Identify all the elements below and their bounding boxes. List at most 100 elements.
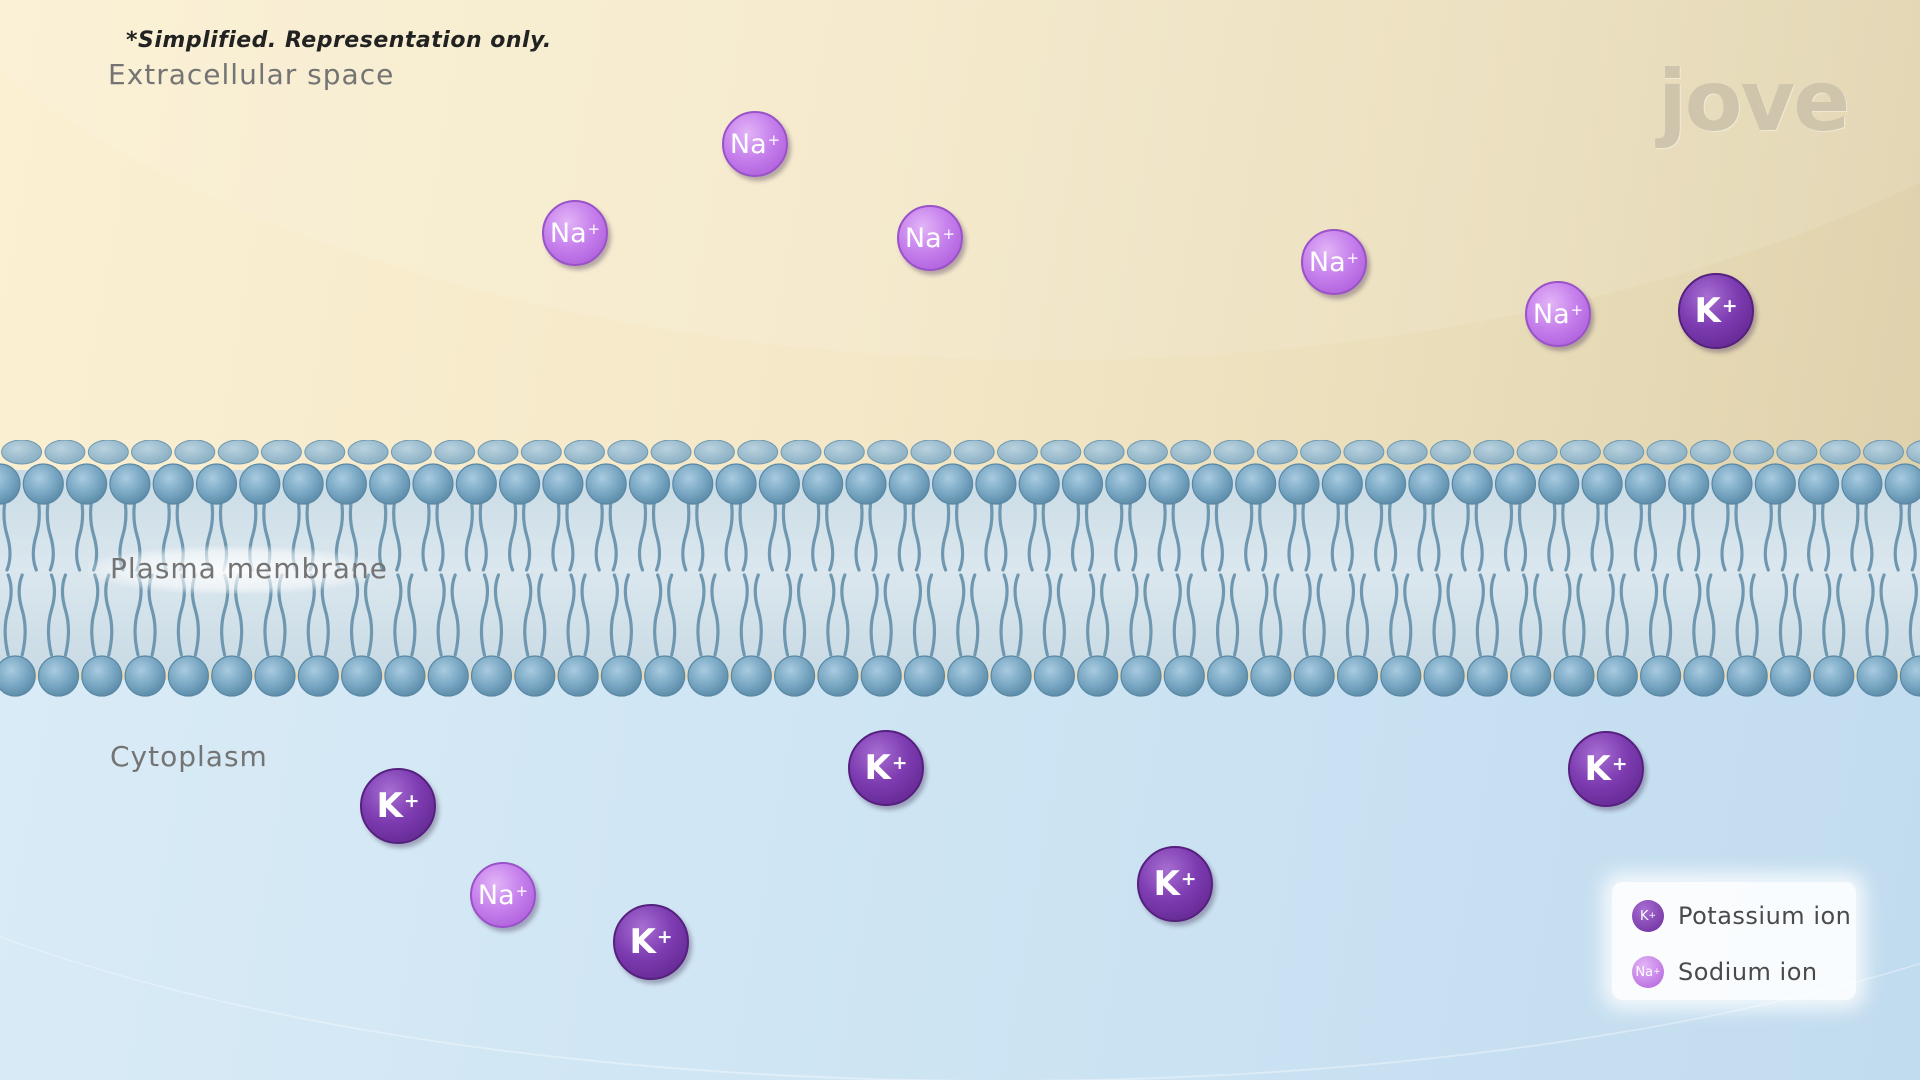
lipid-head-bottom (1726, 655, 1768, 697)
lipid-tail-upper (464, 488, 474, 572)
lipid-tail-lower (580, 573, 590, 657)
lipid-head-back (1300, 440, 1342, 465)
ion-symbol: Na (1532, 298, 1570, 330)
lipid-tail-lower (1605, 573, 1615, 657)
lipid-head-bottom (947, 655, 989, 697)
lipid-head-back (1343, 440, 1385, 465)
sodium-ion: Na+ (542, 200, 608, 266)
lipid-head-back (910, 440, 952, 465)
lipid-tail-lower (46, 573, 57, 657)
sodium-ion: Na+ (470, 862, 536, 928)
lipid-tail-upper (1214, 488, 1224, 572)
lipid-head-bottom (124, 655, 166, 697)
lipid-head-bottom (1206, 655, 1249, 697)
lipid-tail-lower (1489, 573, 1499, 657)
lipid-tail-lower (1056, 573, 1066, 657)
lipid-tail-lower (17, 573, 27, 657)
lipid-head-back (1646, 440, 1688, 465)
lipid-head-bottom (600, 655, 643, 697)
lipid-head-back (780, 440, 822, 465)
lipid-tail-upper (1244, 488, 1254, 572)
potassium-ion: K+ (360, 768, 436, 844)
lipid-tail-lower (609, 573, 619, 657)
lipid-tail-upper (1864, 488, 1874, 572)
lipid-head-bottom (1769, 655, 1812, 697)
jove-logo: jove (1658, 52, 1850, 150)
lipid-tail-upper (1561, 488, 1571, 572)
lipid-head-top (1581, 463, 1623, 505)
lipid-tail-upper (984, 488, 994, 572)
sodium-ion: Na+ (897, 205, 963, 271)
lipid-head-bottom (990, 655, 1032, 697)
lipid-tail-lower (1215, 573, 1226, 657)
lipid-tail-upper (565, 488, 575, 572)
ion-charge: + (403, 790, 420, 812)
lipid-head-top (1148, 463, 1190, 505)
ion-charge: + (1180, 868, 1197, 890)
lipid-head-back (304, 440, 346, 465)
potassium-ion: K+ (1678, 273, 1754, 349)
lipid-head-back (1733, 440, 1775, 465)
sodium-ion-icon: Na+ (1632, 956, 1664, 988)
lipid-head-back (1473, 440, 1515, 465)
lipid-tail-lower (912, 573, 923, 657)
lipid-tail-lower (1836, 573, 1846, 657)
lipid-head-back (174, 440, 216, 465)
lipid-tail-upper (1474, 488, 1484, 572)
lipid-tail-lower (1879, 573, 1889, 657)
lipid-tail-lower (3, 573, 13, 657)
lipid-head-back (997, 440, 1038, 465)
lipid-tail-lower (1013, 573, 1023, 657)
lipid-tail-lower (1735, 573, 1745, 657)
lipid-tail-upper (1590, 488, 1600, 572)
ion-charge: + (891, 752, 908, 774)
lipid-tail-lower (1648, 573, 1659, 657)
lipid-tail-lower (710, 573, 720, 657)
ion-charge: + (515, 882, 529, 901)
lipid-head-top (412, 463, 454, 505)
lipid-tail-upper (1807, 488, 1817, 572)
lipid-head-top (888, 463, 930, 505)
lipid-tail-upper (1503, 488, 1514, 572)
lipid-tail-upper (695, 488, 705, 572)
lipid-head-back (1863, 440, 1904, 465)
cytoplasm-label: Cytoplasm (110, 740, 268, 773)
lipid-tail-upper (1431, 488, 1441, 572)
lipid-head-bottom (167, 655, 209, 697)
lipid-tail-lower (1662, 573, 1673, 657)
ion-charge: + (1346, 249, 1360, 268)
lipid-head-back (87, 440, 129, 465)
lipid-tail-lower (782, 573, 793, 657)
lipid-tail-upper (1374, 488, 1384, 572)
ion-symbol: K (376, 786, 403, 826)
lipid-tail-upper (1171, 488, 1181, 572)
lipid-head-bottom (1639, 655, 1682, 697)
lipid-head-bottom (514, 655, 556, 697)
lipid-tail-upper (1677, 488, 1687, 572)
lipid-head-bottom (730, 655, 772, 697)
lipid-head-bottom (1683, 655, 1725, 697)
lipid-tail-upper (1027, 488, 1037, 572)
lipid-head-back (607, 440, 649, 465)
lipid-tail-upper (781, 488, 791, 572)
legend-item-sodium: Na+ Sodium ion (1632, 956, 1818, 988)
lipid-tail-upper (1388, 488, 1398, 572)
lipid-head-top (65, 463, 108, 505)
lipid-tail-lower (1229, 573, 1240, 657)
lipid-head-bottom (470, 655, 513, 697)
lipid-tail-lower (1865, 573, 1875, 657)
lipid-head-bottom (427, 655, 469, 697)
lipid-head-back (1, 440, 43, 465)
lipid-head-bottom (1380, 655, 1422, 697)
lipid-tail-upper (478, 488, 488, 572)
lipid-head-bottom (1293, 655, 1335, 697)
lipid-tail-upper (1417, 488, 1427, 572)
ion-charge: + (767, 131, 781, 150)
lipid-head-back (650, 440, 692, 465)
lipid-tail-upper (435, 488, 445, 572)
lipid-head-bottom (81, 655, 123, 697)
lipid-head-top (1408, 463, 1450, 505)
lipid-tail-lower (1273, 573, 1283, 657)
ion-symbol: Na (1308, 246, 1346, 278)
